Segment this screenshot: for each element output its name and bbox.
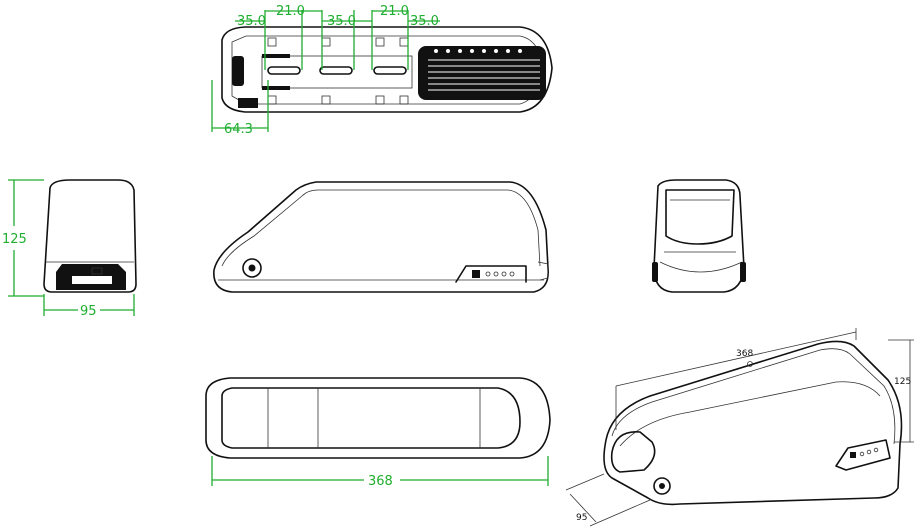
front-end-dimensions: 125 95 bbox=[2, 179, 135, 319]
dim-label-35a: 35.0 bbox=[237, 14, 266, 29]
top-view-dimensions: 35.0 21.0 35.0 21.0 35.0 64.3 bbox=[211, 4, 440, 137]
iso-dimensions: 368 125 95 bbox=[565, 328, 914, 527]
iso-dim-label-95: 95 bbox=[576, 513, 587, 523]
iso-dim-label-368: 368 bbox=[736, 349, 753, 359]
dim-label-21b: 21.0 bbox=[380, 4, 409, 19]
dim-label-21a: 21.0 bbox=[276, 4, 305, 19]
bottom-view bbox=[205, 377, 551, 459]
dim-label-95: 95 bbox=[80, 304, 97, 319]
dim-label-35b: 35.0 bbox=[327, 14, 356, 29]
iso-view bbox=[603, 340, 903, 506]
front-end-view bbox=[43, 179, 137, 293]
dim-label-125: 125 bbox=[2, 232, 27, 247]
dim-label-35c: 35.0 bbox=[410, 14, 439, 29]
bottom-view-dimensions: 368 bbox=[211, 456, 549, 489]
dim-label-64: 64.3 bbox=[224, 122, 253, 137]
top-view bbox=[221, 26, 553, 113]
iso-dim-label-125: 125 bbox=[894, 377, 911, 387]
side-view bbox=[213, 181, 550, 293]
rear-end-view bbox=[652, 179, 746, 293]
dim-label-368: 368 bbox=[368, 474, 393, 489]
